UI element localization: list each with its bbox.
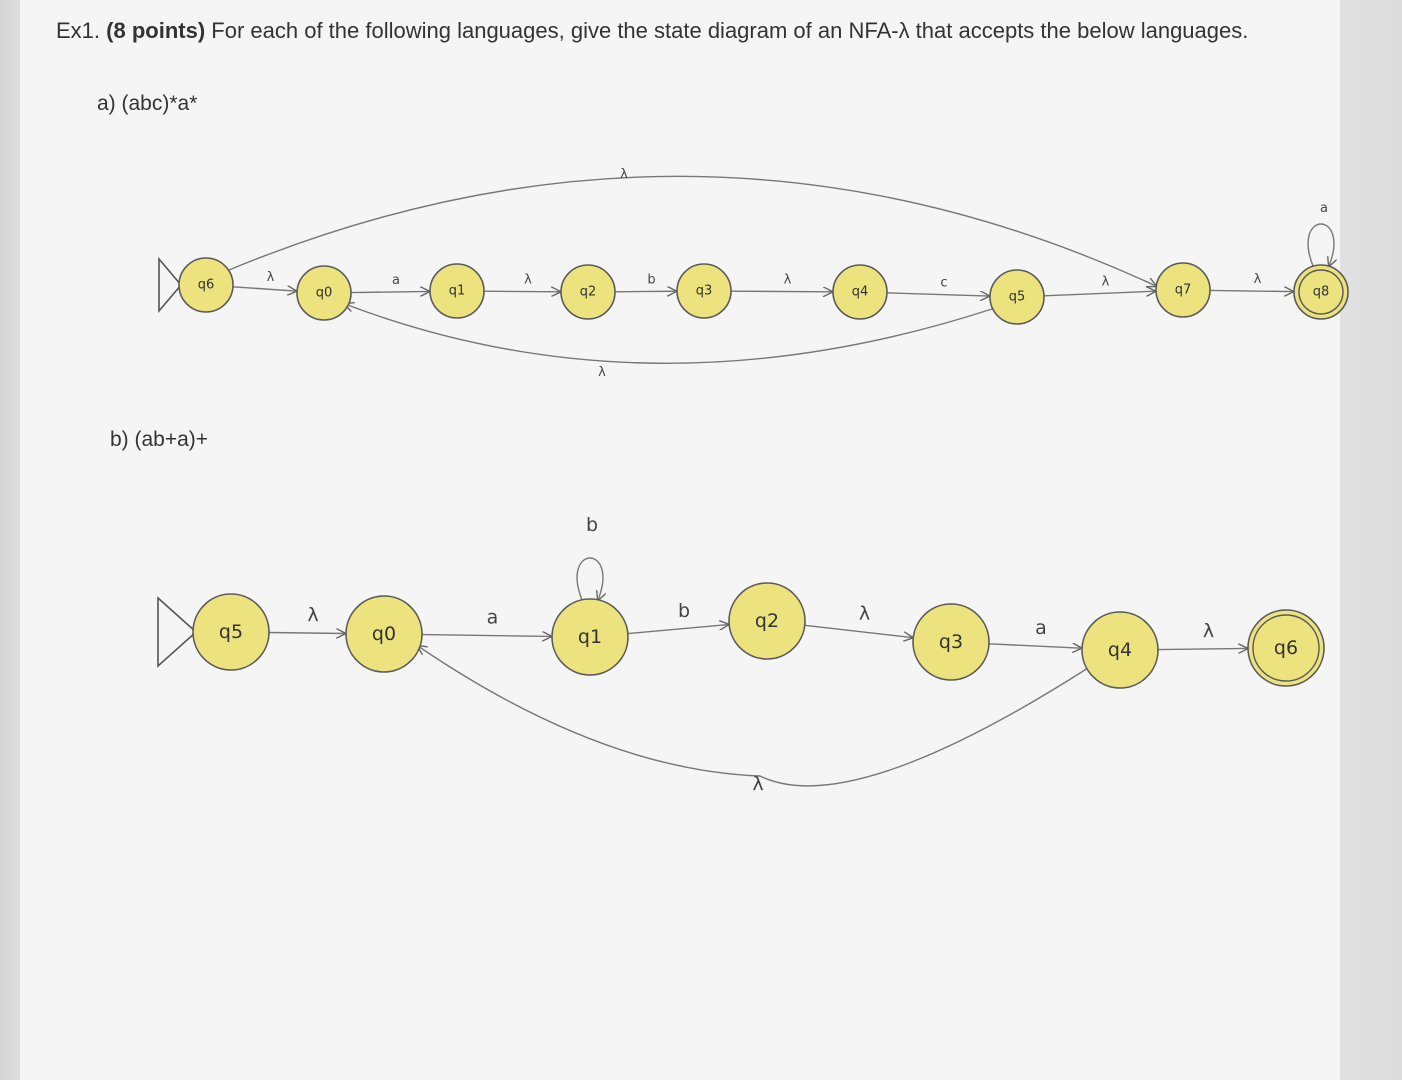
state-q4: q4 [1081,611,1159,689]
state-label: q7 [1175,283,1192,298]
transition-label: c [940,275,947,290]
state-label: q2 [580,285,597,300]
transition-label: λ [859,602,870,624]
state-label: q6 [198,278,215,293]
state-q5: q5 [989,269,1045,325]
transition-q2-q3 [614,291,676,292]
transition-label: a [1320,201,1328,216]
part-b-label: b) (ab+a)+ [110,428,209,451]
transition-label: λ [1254,272,1262,287]
transition-label: b [647,273,655,288]
state-label: q3 [696,284,713,299]
transition-label: λ [752,773,763,795]
diagram-a: λ a λ b λ c λ λ a λ λ q6 q0 q1 q2 q3 q4 q5 q7 q8 [158,167,1349,380]
state-label: q2 [755,610,779,632]
curved-transition-q5-q0 [345,304,993,364]
state-label: q6 [1274,637,1298,659]
transition-label: b [586,514,598,536]
state-label: q0 [372,623,396,645]
transition-q0-q1 [350,291,429,292]
transition-q3-q4 [988,644,1081,648]
transition-q5-q0 [268,632,345,633]
transition-q2-q3 [804,624,912,637]
state-label: q1 [449,284,466,299]
start-marker [158,256,183,314]
self-loop-q1 [576,557,603,600]
state-q6: q6 [178,257,234,313]
start-marker [157,596,198,668]
transition-q5-q7 [1043,291,1155,297]
question-prefix: Ex1. [56,18,101,43]
state-label: q4 [852,285,869,300]
transition-label: a [392,273,400,288]
transition-q3-q4 [730,291,832,292]
state-label: q1 [578,626,602,648]
transition-label: b [678,600,690,622]
state-q0: q0 [296,265,352,321]
transition-label: λ [1203,620,1214,642]
transition-label: λ [598,365,606,380]
state-q6: q6 [1247,609,1325,687]
state-label: q3 [939,631,963,653]
question-title: Ex1. (8 points) For each of the followin… [56,18,1248,44]
state-label: q0 [316,286,333,301]
state-q3: q3 [676,263,732,319]
state-q5: q5 [192,593,270,671]
transition-label: a [1035,617,1047,639]
transition-label: λ [1102,275,1110,290]
state-label: q5 [219,621,243,643]
state-label: q4 [1108,639,1132,661]
transition-q1-q2 [627,625,728,635]
state-q8: q8 [1293,264,1349,320]
transition-label: a [487,606,499,628]
transition-q6-q0 [232,287,296,291]
state-q1: q1 [551,598,629,676]
transition-label: λ [267,270,275,285]
transition-label: λ [307,604,318,626]
transition-label: λ [784,272,792,287]
transition-label: λ [524,272,532,287]
transition-q7-q8 [1209,290,1293,291]
state-q7: q7 [1155,262,1211,318]
document-page [20,0,1340,1080]
state-q4: q4 [832,264,888,320]
question-text: For each of the following languages, giv… [211,18,1249,43]
curved-transition-q6-q7 [228,175,1156,286]
curved-transition-q4-q0 [418,646,1089,787]
transition-label: λ [620,167,628,182]
self-loop-q8 [1307,223,1334,266]
diagram-b: λ a b b λ a λ λ q5 q0 q1 q2 q3 q4 q6 [157,514,1325,795]
transition-q4-q6 [1157,648,1247,649]
state-label: q5 [1009,290,1026,305]
transition-q1-q2 [483,291,560,292]
state-q1: q1 [429,263,485,319]
state-q2: q2 [560,264,616,320]
transition-q4-q5 [886,293,989,296]
state-q0: q0 [345,595,423,673]
part-a-label: a) (abc)*a* [97,92,198,115]
state-q2: q2 [728,582,806,660]
state-q3: q3 [912,603,990,681]
transition-q0-q1 [421,635,551,637]
state-label: q8 [1313,285,1330,300]
question-points: (8 points) [106,18,206,43]
